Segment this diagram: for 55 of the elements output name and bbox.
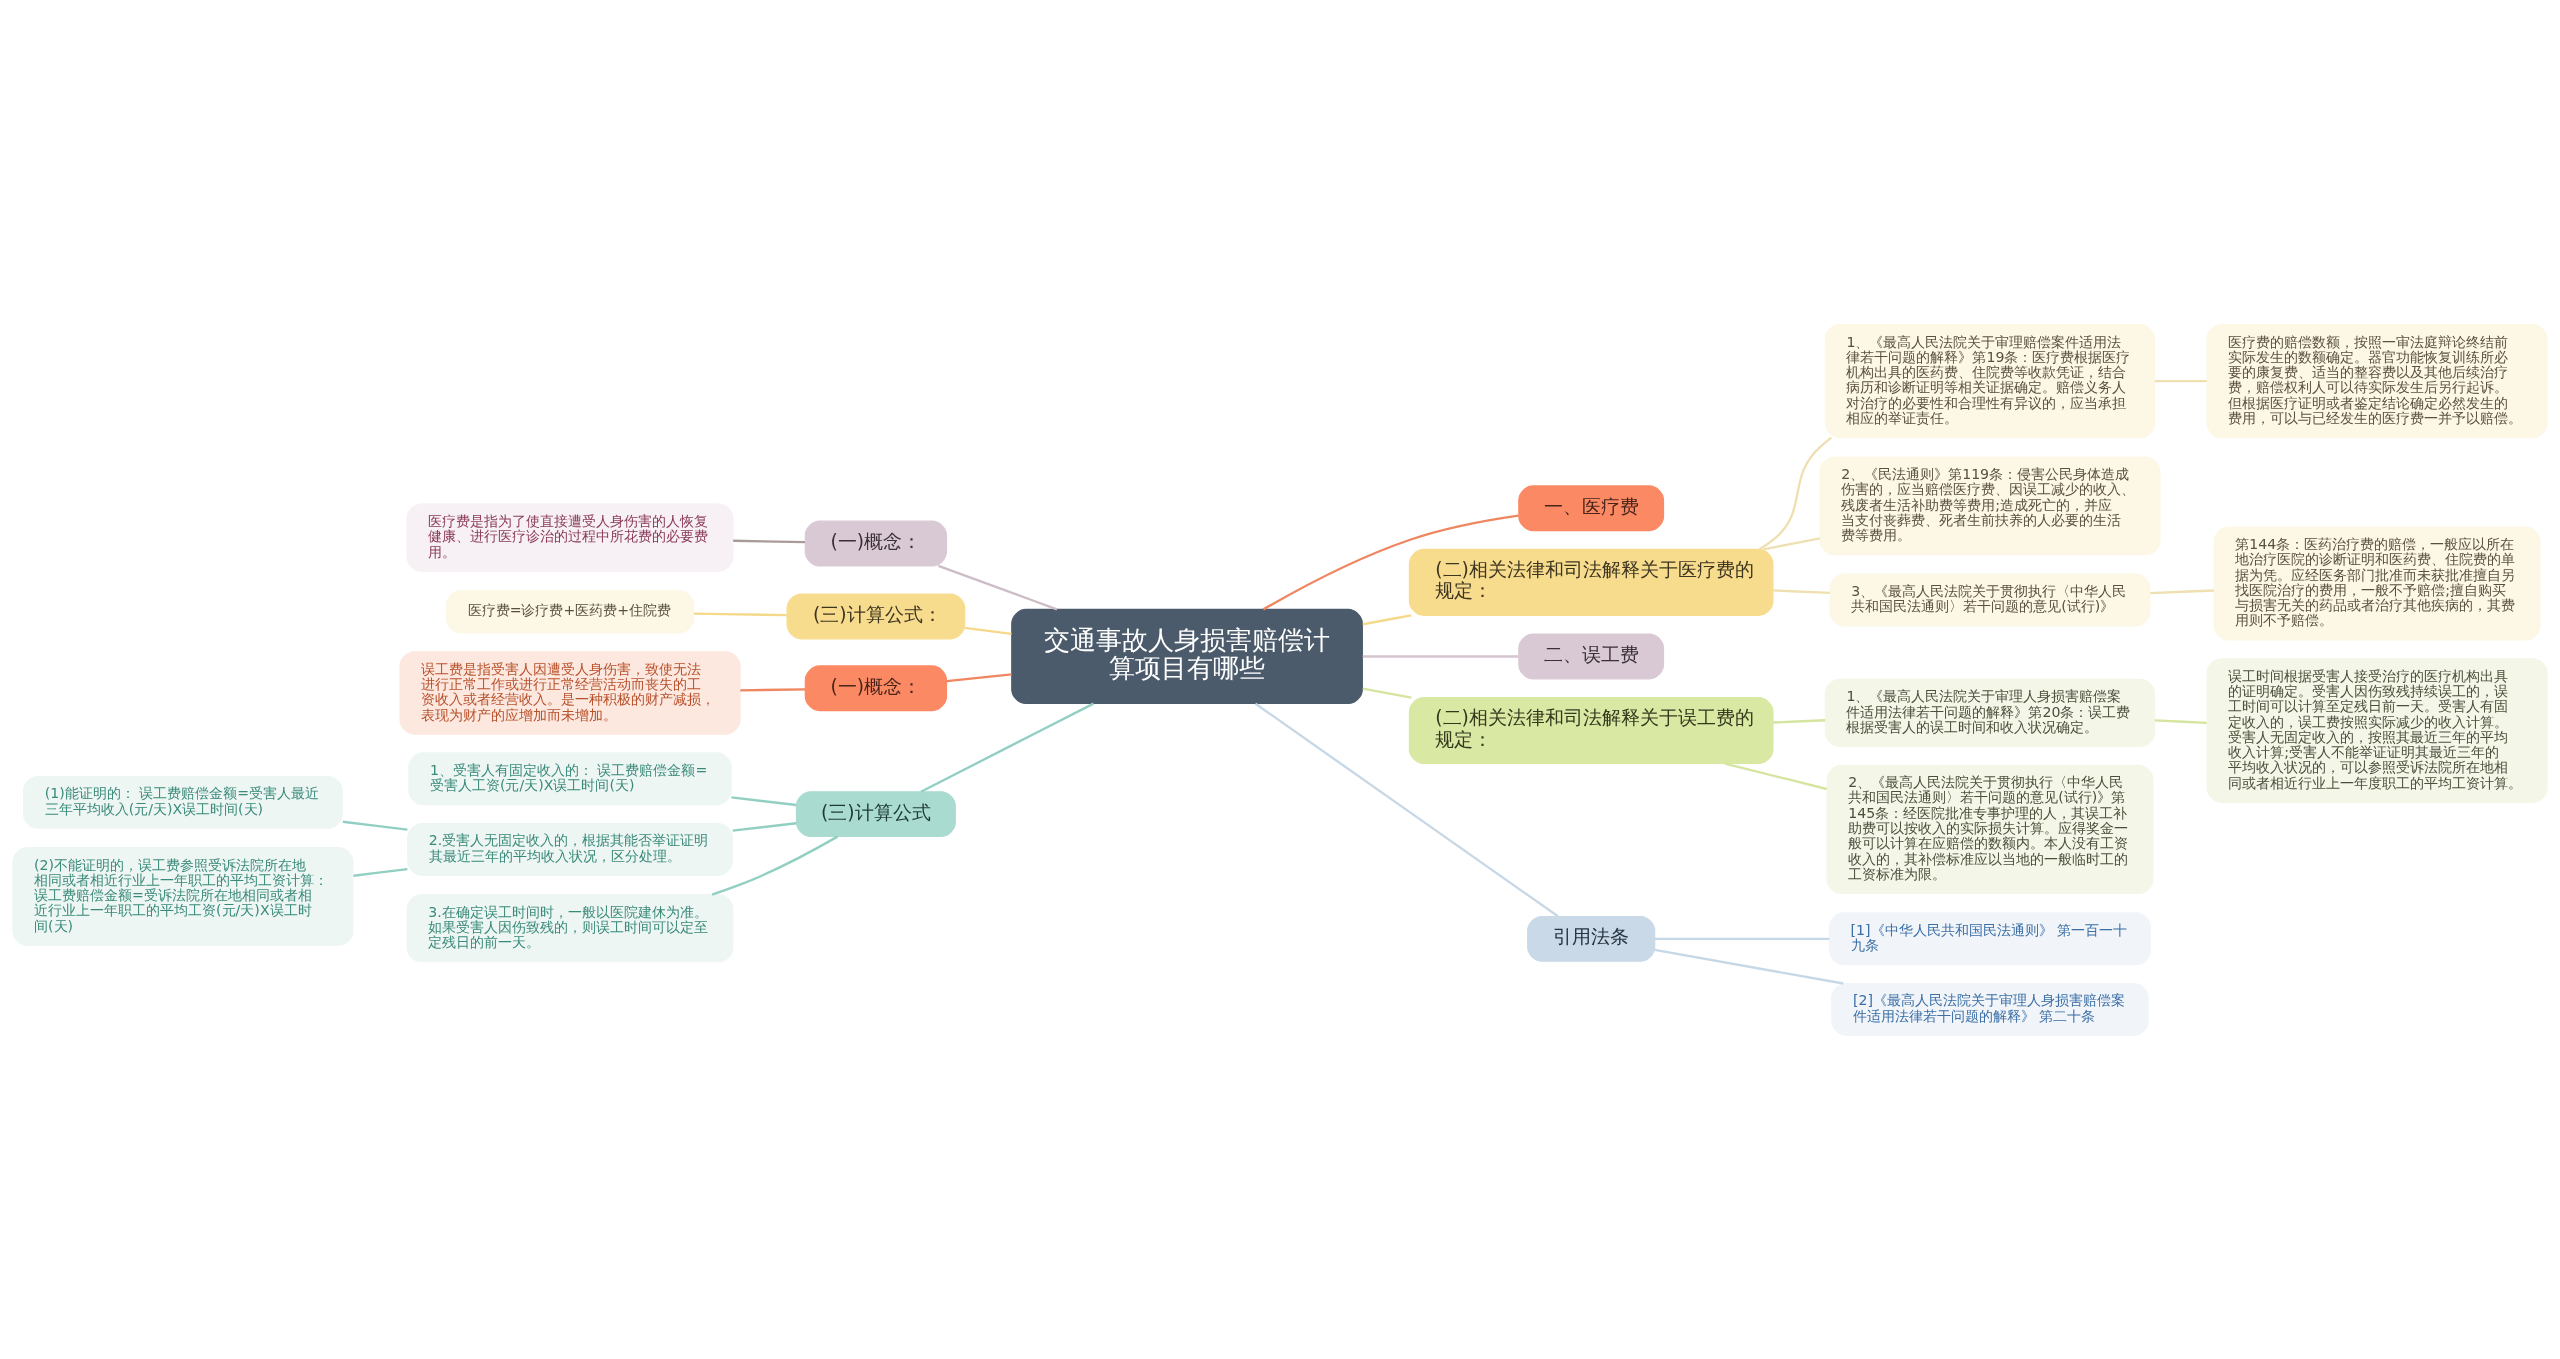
connector — [1262, 513, 1519, 610]
connector — [342, 820, 408, 831]
connector — [1362, 654, 1519, 658]
node-box: [2]《最高人民法院关于审理人身损害赔偿案件适用法律若干问题的解释》 第二十条 — [1831, 982, 2149, 1036]
connector — [1654, 948, 1844, 985]
node-box: [1]《中华人民共和国民法通则》 第一百一十九条 — [1828, 911, 2152, 965]
node-box: (二)相关法律和司法解释关于医疗费的规定： — [1408, 548, 1774, 616]
node-box: 2.受害人无固定收入的，根据其能否举证证明其最近三年的平均收入状况，区分处理。 — [407, 822, 733, 876]
node-box: (2)不能证明的，误工费参照受诉法院所在地相同或者相近行业上一年职工的平均工资计算：误工费赔偿金额=受诉法院所在地相同或者相近行业上一年职工的平均工资(元/天)X误工时间(天) — [12, 846, 354, 946]
connector — [353, 867, 408, 877]
connector — [946, 672, 1012, 682]
connector — [964, 626, 1012, 635]
node-box: (三)计算公式： — [786, 593, 966, 639]
node-box: 一、医疗费 — [1518, 484, 1665, 531]
node-box: (一)概念： — [804, 520, 948, 566]
node-box: (三)计算公式 — [795, 790, 956, 837]
node-box: (二)相关法律和司法解释关于误工费的规定： — [1408, 696, 1774, 764]
node-box: 2、《最高人民法院关于贯彻执行〈中华人民共和国民法通则〉若干问题的意见(试行)》第145条：经医院批准专事护理的人，其误工补助费可以按收入的实际损失计算。应得奖金一般可以计算在应赔偿的数额内。本人没有工资收入的，其补偿标准应以当地的一般临时工的工资标准为限。 — [1826, 764, 2154, 894]
connector — [1362, 613, 1412, 625]
connector — [2154, 379, 2207, 382]
node-box: 1、《最高人民法院关于审理人身损害赔偿案件适用法律若干问题的解释》第20条：误工费根据受害人的误工时间和收入状况确定。 — [1824, 678, 2156, 747]
connector — [2154, 718, 2207, 724]
node-box: 医疗费的赔偿数额，按照一审法庭辩论终结前实际发生的数额确定。器官功能恢复训练所必要的康复费、适当的整容费以及其他后续治疗费，赔偿权利人可以待实际发生后另行起诉。但根据医疗证明或者鉴定结论确定必然发生的费用，可以与已经发生的医疗费一并予以赔偿。 — [2206, 323, 2548, 438]
node-box: 引用法条 — [1527, 915, 1656, 962]
connector — [1758, 436, 1833, 550]
node-box: 医疗费=诊疗费+医药费+住院费 — [445, 589, 695, 634]
connector — [733, 539, 806, 543]
node-box: 3.在确定误工时间时，一般以医院建休为准。如果受害人因伤致残的，则误工时间可以定至定残日的前一天。 — [406, 893, 734, 962]
connector — [732, 821, 797, 832]
node-box: 1、《最高人民法院关于审理赔偿案件适用法律若干问题的解释》第19条：医疗费根据医疗机构出具的医药费、住院费等收款凭证，结合病历和诊断证明等相关证据确定。赔偿义务人对治疗的必要性和合理性有异议的，应当承担相应的举证责任。 — [1824, 323, 2156, 438]
connector — [711, 835, 839, 896]
node-box: 误工费是指受害人因遭受人身伤害，致使无法进行正常工作或进行正常经营活动而丧失的工资收入或者经营收入。是一种积极的财产减损，表现为财产的应增加而未增加。 — [399, 650, 741, 735]
connector — [2150, 588, 2214, 594]
connector — [693, 612, 787, 616]
connector — [938, 564, 1058, 610]
connector — [1763, 536, 1821, 550]
connector — [1724, 762, 1828, 790]
node-box: 医疗费是指为了使直接遭受人身伤害的人恢复健康、进行医疗诊治的过程中所花费的必要费用。 — [406, 503, 734, 572]
connector — [1654, 937, 1830, 940]
node-box: (1)能证明的： 误工费赔偿金额=受害人最近三年平均收入(元/天)X误工时间(天) — [22, 775, 343, 829]
node-box: 交通事故人身损害赔偿计算项目有哪些 — [1011, 608, 1363, 704]
connector — [920, 702, 1094, 793]
connector — [1362, 687, 1412, 699]
node-box: (一)概念： — [804, 664, 948, 711]
node-box: 二、误工费 — [1518, 633, 1665, 679]
node-box: 1、受害人有固定收入的： 误工费赔偿金额=受害人工资(元/天)X误工时间(天) — [408, 751, 732, 805]
node-box: 第144条：医药治疗费的赔偿，一般应以所在地治疗医院的诊断证明和医药费、住院费的单据为凭。应经医务部门批准而未获批准擅自另找医院治疗的费用，一般不予赔偿;擅自购买与损害无关的药品或者治疗其他疾病的，其费用则不予赔偿。 — [2213, 525, 2541, 641]
node-box: 3、《最高人民法院关于贯彻执行〈中华人民共和国民法通则〉若干问题的意见(试行)》 — [1829, 573, 2151, 626]
connector — [740, 687, 806, 691]
connector — [731, 795, 797, 806]
node-box: 误工时间根据受害人接受治疗的医疗机构出具的证明确定。受害人因伤致残持续误工的，误工时间可以计算至定残日前一天。受害人有固定收入的，误工费按照实际减少的收入计算。受害人无固定收入的，按照其最近三年的平均收入计算;受害人不能举证证明其最近三年的平均收入状况的，可以参照受诉法院所在地相同或者相近行业上一年度职工的平均工资计算。 — [2206, 657, 2548, 803]
connector — [1254, 702, 1559, 917]
node-box: 2、《民法通则》第119条：侵害公民身体造成伤害的，应当赔偿医疗费、因误工减少的收入、残废者生活补助费等费用;造成死亡的，并应当支付丧葬费、死者生前扶养的人必要的生活费等费用。 — [1819, 455, 2161, 555]
connector — [1773, 718, 1826, 724]
connector — [1773, 588, 1830, 594]
